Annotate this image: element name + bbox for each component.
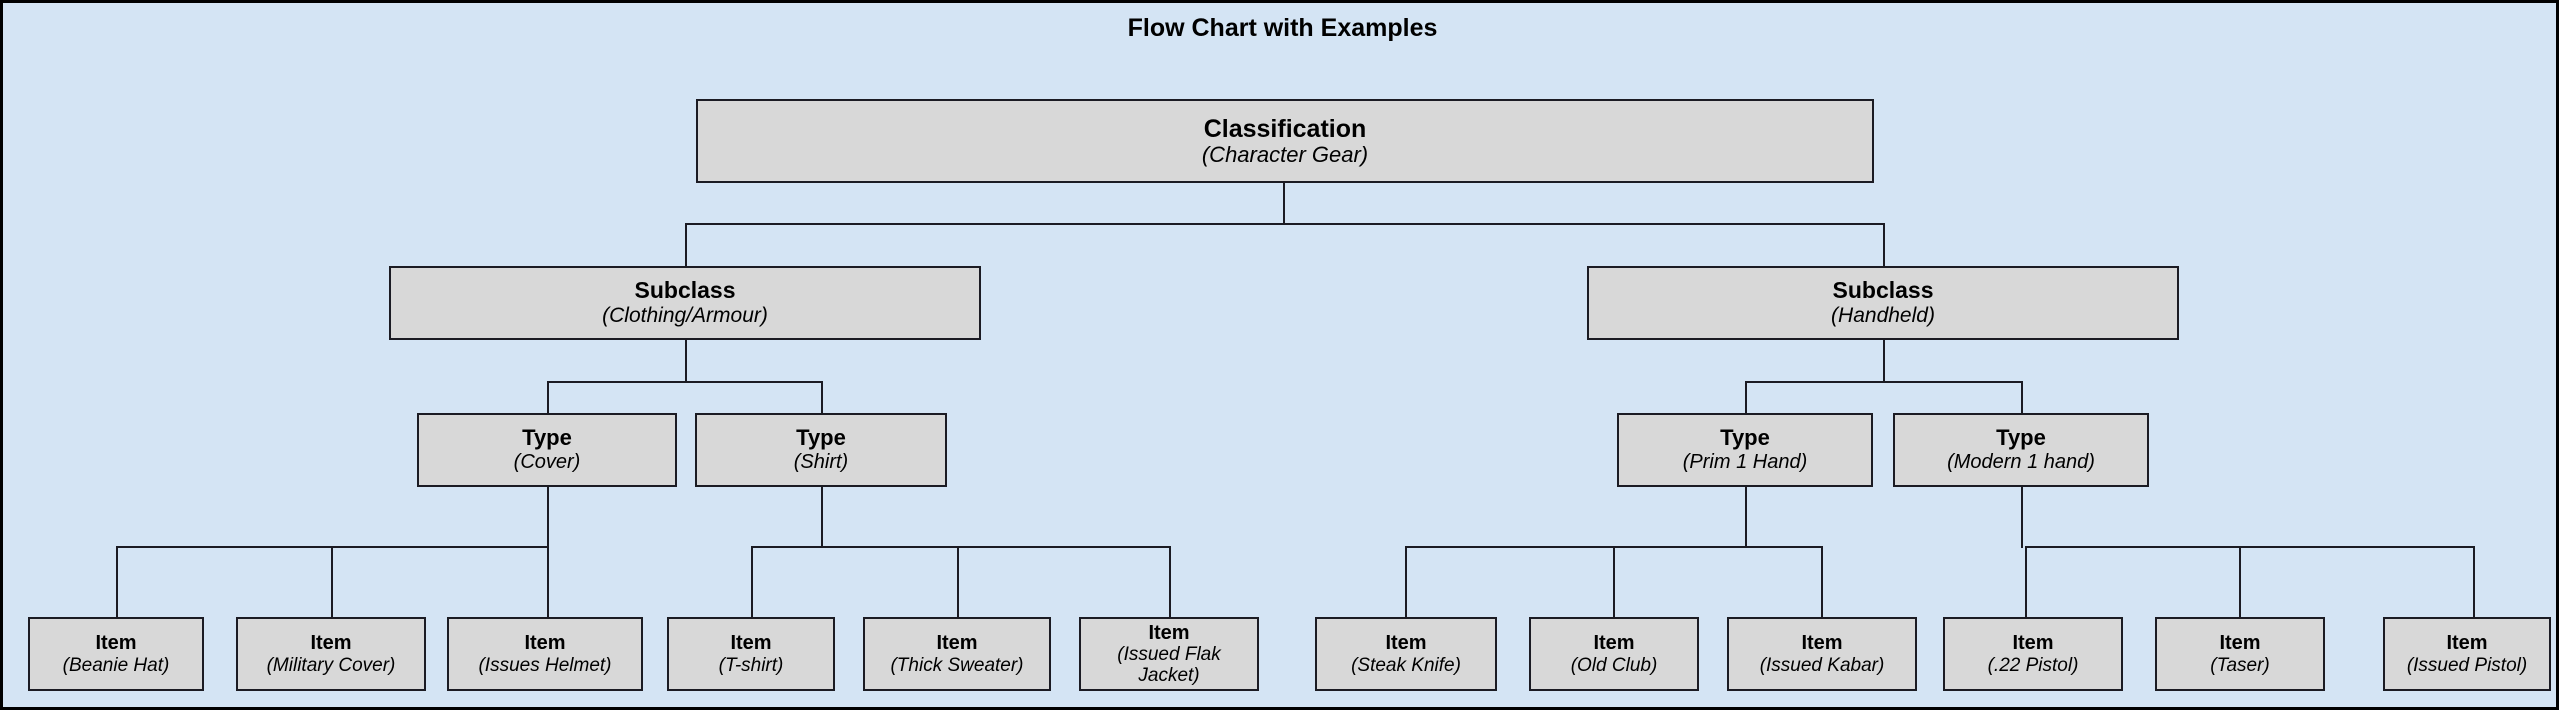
edge-type-shirt-to-item-6 xyxy=(1169,546,1171,617)
node-label: Item xyxy=(1385,632,1427,655)
node-item-issued-pistol[interactable]: Item (Issued Pistol) xyxy=(2383,617,2551,691)
edge-subclass-2-bus xyxy=(1745,381,2021,383)
node-detail: (Thick Sweater) xyxy=(890,654,1024,676)
node-detail: (Handheld) xyxy=(1831,304,1935,328)
edge-root-to-subclass-2 xyxy=(1883,223,1885,268)
node-label: Subclass xyxy=(634,277,736,304)
edge-type-cover-stem xyxy=(547,487,549,548)
node-label: Type xyxy=(1720,425,1770,451)
edge-type-prim-to-item-7 xyxy=(1405,546,1407,617)
edge-root-bus xyxy=(685,223,1885,225)
node-label: Item xyxy=(310,632,352,655)
edge-type-prim-to-item-8 xyxy=(1613,546,1615,617)
node-item-thick-sweater[interactable]: Item (Thick Sweater) xyxy=(863,617,1051,691)
edge-type-shirt-to-item-4 xyxy=(751,546,753,617)
node-detail: (Cover) xyxy=(513,451,581,474)
edge-type-cover-to-item-3 xyxy=(547,546,549,617)
edge-type-modern-to-item-12 xyxy=(2473,546,2475,617)
node-type-cover[interactable]: Type (Cover) xyxy=(417,413,677,487)
edge-type-modern-to-item-11 xyxy=(2239,546,2241,617)
node-subclass-handheld[interactable]: Subclass (Handheld) xyxy=(1587,266,2179,340)
node-detail: (Issues Helmet) xyxy=(478,654,612,676)
edge-type-prim-to-item-9 xyxy=(1821,546,1823,617)
node-detail: (T-shirt) xyxy=(718,654,784,676)
node-type-prim-1-hand[interactable]: Type (Prim 1 Hand) xyxy=(1617,413,1873,487)
edge-root-stem xyxy=(1283,183,1285,225)
node-detail: (Issued Flak Jacket) xyxy=(1117,643,1221,687)
node-detail: (Taser) xyxy=(2210,654,2270,676)
edge-type-cover-to-item-1 xyxy=(116,546,118,617)
node-label: Item xyxy=(1593,632,1635,655)
node-item-military-cover[interactable]: Item (Military Cover) xyxy=(236,617,426,691)
edge-root-to-subclass-1 xyxy=(685,223,687,268)
node-detail: (.22 Pistol) xyxy=(1987,654,2079,676)
edge-type-shirt-bus xyxy=(751,546,1171,548)
edge-type-modern-bus xyxy=(2025,546,2475,548)
edge-type-shirt-to-item-5 xyxy=(957,546,959,617)
node-label: Type xyxy=(522,425,572,451)
edge-subclass-1-to-type-cover xyxy=(547,381,549,413)
node-label: Item xyxy=(1801,632,1843,655)
node-label: Item xyxy=(730,632,772,655)
node-label: Item xyxy=(2012,632,2054,655)
node-item-beanie-hat[interactable]: Item (Beanie Hat) xyxy=(28,617,204,691)
node-detail: (Steak Knife) xyxy=(1351,654,1461,676)
node-detail: (Issued Pistol) xyxy=(2406,654,2528,676)
node-item-issues-helmet[interactable]: Item (Issues Helmet) xyxy=(447,617,643,691)
edge-subclass-1-to-type-shirt xyxy=(821,381,823,413)
node-label: Subclass xyxy=(1832,277,1934,304)
node-label: Classification xyxy=(1203,114,1367,143)
node-label: Item xyxy=(2446,632,2488,655)
node-detail: (Clothing/Armour) xyxy=(602,304,768,328)
node-detail: (Old Club) xyxy=(1570,654,1658,676)
node-subclass-clothing-armour[interactable]: Subclass (Clothing/Armour) xyxy=(389,266,981,340)
chart-title: Flow Chart with Examples xyxy=(1127,14,1438,42)
node-item-steak-knife[interactable]: Item (Steak Knife) xyxy=(1315,617,1497,691)
node-detail: (Character Gear) xyxy=(1201,141,1369,167)
node-detail: (Modern 1 hand) xyxy=(1947,451,2095,474)
edge-subclass-1-stem xyxy=(685,340,687,383)
node-label: Item xyxy=(95,632,137,655)
node-item-issued-kabar[interactable]: Item (Issued Kabar) xyxy=(1727,617,1917,691)
node-label: Item xyxy=(936,632,978,655)
node-item-taser[interactable]: Item (Taser) xyxy=(2155,617,2325,691)
node-item-t-shirt[interactable]: Item (T-shirt) xyxy=(667,617,835,691)
node-detail: (Beanie Hat) xyxy=(62,654,170,676)
node-label: Item xyxy=(2219,632,2261,655)
node-type-modern-1-hand[interactable]: Type (Modern 1 hand) xyxy=(1893,413,2149,487)
edge-type-shirt-stem xyxy=(821,487,823,548)
node-detail: (Military Cover) xyxy=(266,654,396,676)
node-label: Item xyxy=(1148,621,1190,644)
edge-type-modern-stem xyxy=(2021,487,2023,548)
node-detail: (Issued Kabar) xyxy=(1759,654,1885,676)
edge-subclass-2-to-type-modern xyxy=(2021,381,2023,413)
edge-subclass-1-bus xyxy=(547,381,823,383)
node-item-issued-flak-jacket[interactable]: Item (Issued Flak Jacket) xyxy=(1079,617,1259,691)
edge-subclass-2-stem xyxy=(1883,340,1885,383)
edge-type-cover-to-item-2 xyxy=(331,546,333,617)
node-label: Type xyxy=(1996,425,2046,451)
edge-type-modern-to-item-10 xyxy=(2025,546,2027,617)
node-classification-root[interactable]: Classification (Character Gear) xyxy=(696,99,1874,183)
node-item-22-pistol[interactable]: Item (.22 Pistol) xyxy=(1943,617,2123,691)
node-detail: (Prim 1 Hand) xyxy=(1682,451,1808,474)
edge-type-prim-stem xyxy=(1745,487,1747,548)
node-label: Item xyxy=(524,632,566,655)
node-detail: (Shirt) xyxy=(793,451,849,474)
edge-subclass-2-to-type-prim xyxy=(1745,381,1747,413)
node-label: Type xyxy=(796,425,846,451)
node-item-old-club[interactable]: Item (Old Club) xyxy=(1529,617,1699,691)
node-type-shirt[interactable]: Type (Shirt) xyxy=(695,413,947,487)
